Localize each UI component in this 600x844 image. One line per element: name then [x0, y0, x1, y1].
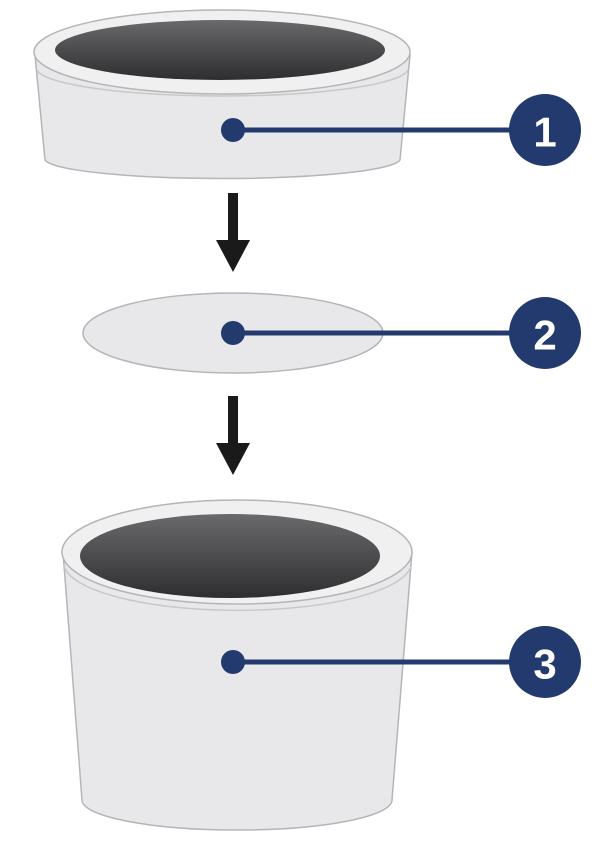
- callout-3: 3: [221, 626, 581, 698]
- down-arrow-icon: [216, 396, 250, 475]
- callout-2: 2: [221, 297, 581, 369]
- lid: [33, 9, 411, 180]
- callout-number: 3: [533, 641, 556, 688]
- callout-dot: [221, 650, 245, 674]
- callout-number: 2: [533, 312, 556, 359]
- callout-number: 1: [533, 109, 556, 156]
- callout-dot: [221, 321, 245, 345]
- lid-opening: [55, 20, 385, 80]
- down-arrow-icon: [216, 193, 250, 272]
- callout-badge: [509, 94, 581, 166]
- cup-opening: [80, 514, 380, 598]
- callout-dot: [221, 118, 245, 142]
- callout-1: 1: [221, 94, 581, 166]
- callout-badge: [509, 626, 581, 698]
- cup: [61, 499, 413, 831]
- callout-badge: [509, 297, 581, 369]
